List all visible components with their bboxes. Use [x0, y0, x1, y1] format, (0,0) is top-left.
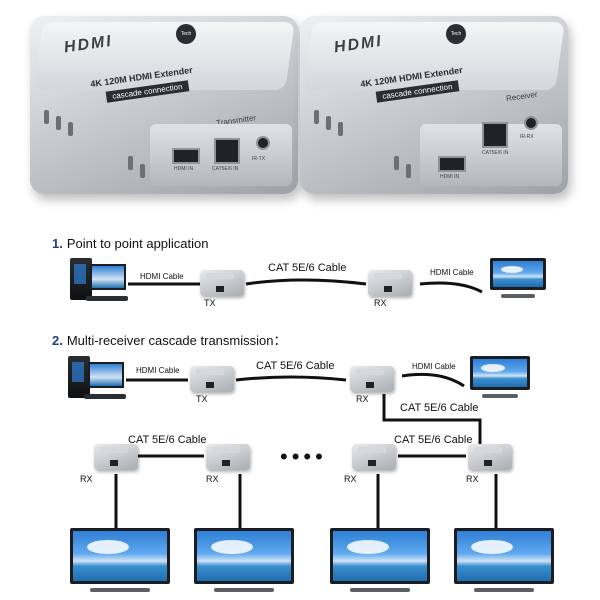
s1-source-pc — [70, 258, 132, 304]
s2-rx-label-4: RX — [466, 474, 479, 484]
section1-title: 1.Point to point application — [52, 236, 209, 251]
s2-rx-label-2: RX — [206, 474, 219, 484]
vent-slot — [314, 110, 319, 124]
pc-keyboard — [84, 394, 126, 399]
pc-monitor — [90, 264, 126, 290]
s2-cat-cable-down-label: CAT 5E/6 Cable — [400, 402, 479, 414]
section2-title: 2.Multi-receiver cascade transmission： — [52, 330, 286, 349]
s2-ellipsis: •••• — [280, 444, 327, 469]
s2-cat-cable-right-label: CAT 5E/6 Cable — [394, 434, 473, 446]
s2-rx-device-1 — [94, 444, 138, 470]
s2-tx-label: TX — [196, 394, 208, 404]
s2-hdmi-cable-left-label: HDMI Cable — [136, 366, 180, 375]
section2-number: 2. — [52, 333, 63, 348]
s2-rx-device-top — [350, 366, 394, 392]
s2-display-monitor-top — [470, 356, 530, 398]
s2-cat-cable-down — [382, 394, 482, 446]
section2-title-text: Multi-receiver cascade transmission： — [66, 333, 287, 348]
s2-rx-device-3 — [352, 444, 396, 470]
s1-tx-label: TX — [204, 298, 216, 308]
receiver-ir-port — [524, 116, 538, 130]
s1-tx-device — [200, 270, 244, 296]
transmitter-port-label-ir: IR-TX — [252, 156, 266, 162]
s2-tv-3 — [330, 528, 430, 592]
s2-tv-2 — [194, 528, 294, 592]
s2-tx-device — [190, 366, 234, 392]
s2-source-pc — [68, 356, 130, 402]
vent-slot — [56, 116, 61, 130]
transmitter-hdmi-port — [172, 148, 200, 164]
receiver-hdmi-port — [438, 156, 466, 172]
vent-slot — [128, 156, 133, 170]
s1-cat-cable-label: CAT 5E/6 Cable — [268, 262, 347, 274]
section1-number: 1. — [52, 236, 63, 251]
s2-rx-device-2 — [206, 444, 250, 470]
s2-cat-cable-left-label: CAT 5E/6 Cable — [128, 434, 207, 446]
vent-slot — [338, 122, 343, 136]
s1-cat-cable — [245, 278, 367, 286]
pc-tower — [70, 258, 92, 300]
s2-rx-device-4 — [468, 444, 512, 470]
receiver-unit: HDMI Tech 4K 120M HDMI Extender cascade … — [300, 16, 568, 194]
receiver-rj45-port — [482, 122, 508, 148]
receiver-logo: Tech — [446, 24, 466, 44]
vent-slot — [140, 164, 145, 178]
s2-tv-1 — [70, 528, 170, 592]
transmitter-port-label-cat: CAT5E/6 IN — [212, 166, 239, 172]
s2-rx-top-label: RX — [356, 394, 369, 404]
s2-rx-label-1: RX — [80, 474, 93, 484]
s2-cat-cable-main-label: CAT 5E/6 Cable — [256, 360, 335, 372]
receiver-port-label-ir: IR-RX — [520, 134, 534, 140]
transmitter-port-label-hdmi: HDMI IN — [174, 166, 194, 172]
receiver-port-label-cat: CAT5E/6 IN — [482, 150, 509, 156]
s1-hdmi-cable-right-label: HDMI Cable — [430, 268, 474, 277]
s2-hdmi-cable-right-label: HDMI Cable — [412, 362, 456, 371]
transmitter-ir-port — [256, 136, 270, 150]
transmitter-logo: Tech — [176, 24, 196, 44]
transmitter-unit: HDMI Tech 4K 120M HDMI Extender cascade … — [30, 16, 298, 194]
s2-cat-cable-main — [235, 375, 347, 382]
section1-title-text: Point to point application — [66, 236, 209, 251]
s1-rx-label: RX — [374, 298, 387, 308]
transmitter-rj45-port — [214, 138, 240, 164]
s1-display-monitor — [490, 258, 546, 298]
vent-slot — [44, 110, 49, 124]
vent-slot — [326, 116, 331, 130]
pc-monitor — [88, 362, 124, 388]
receiver-port-label-hdmi: HDMI IN — [440, 174, 460, 180]
pc-keyboard — [86, 296, 128, 301]
pc-tower — [68, 356, 90, 398]
vent-slot — [68, 122, 73, 136]
vent-slot — [406, 164, 411, 178]
s2-rx-label-3: RX — [344, 474, 357, 484]
s1-hdmi-cable-left-label: HDMI Cable — [140, 272, 184, 281]
s1-hdmi-cable-right — [419, 281, 483, 294]
s2-tv-4 — [454, 528, 554, 592]
s1-rx-device — [368, 270, 412, 296]
s2-hdmi-cable-right — [401, 372, 465, 388]
vent-slot — [394, 156, 399, 170]
